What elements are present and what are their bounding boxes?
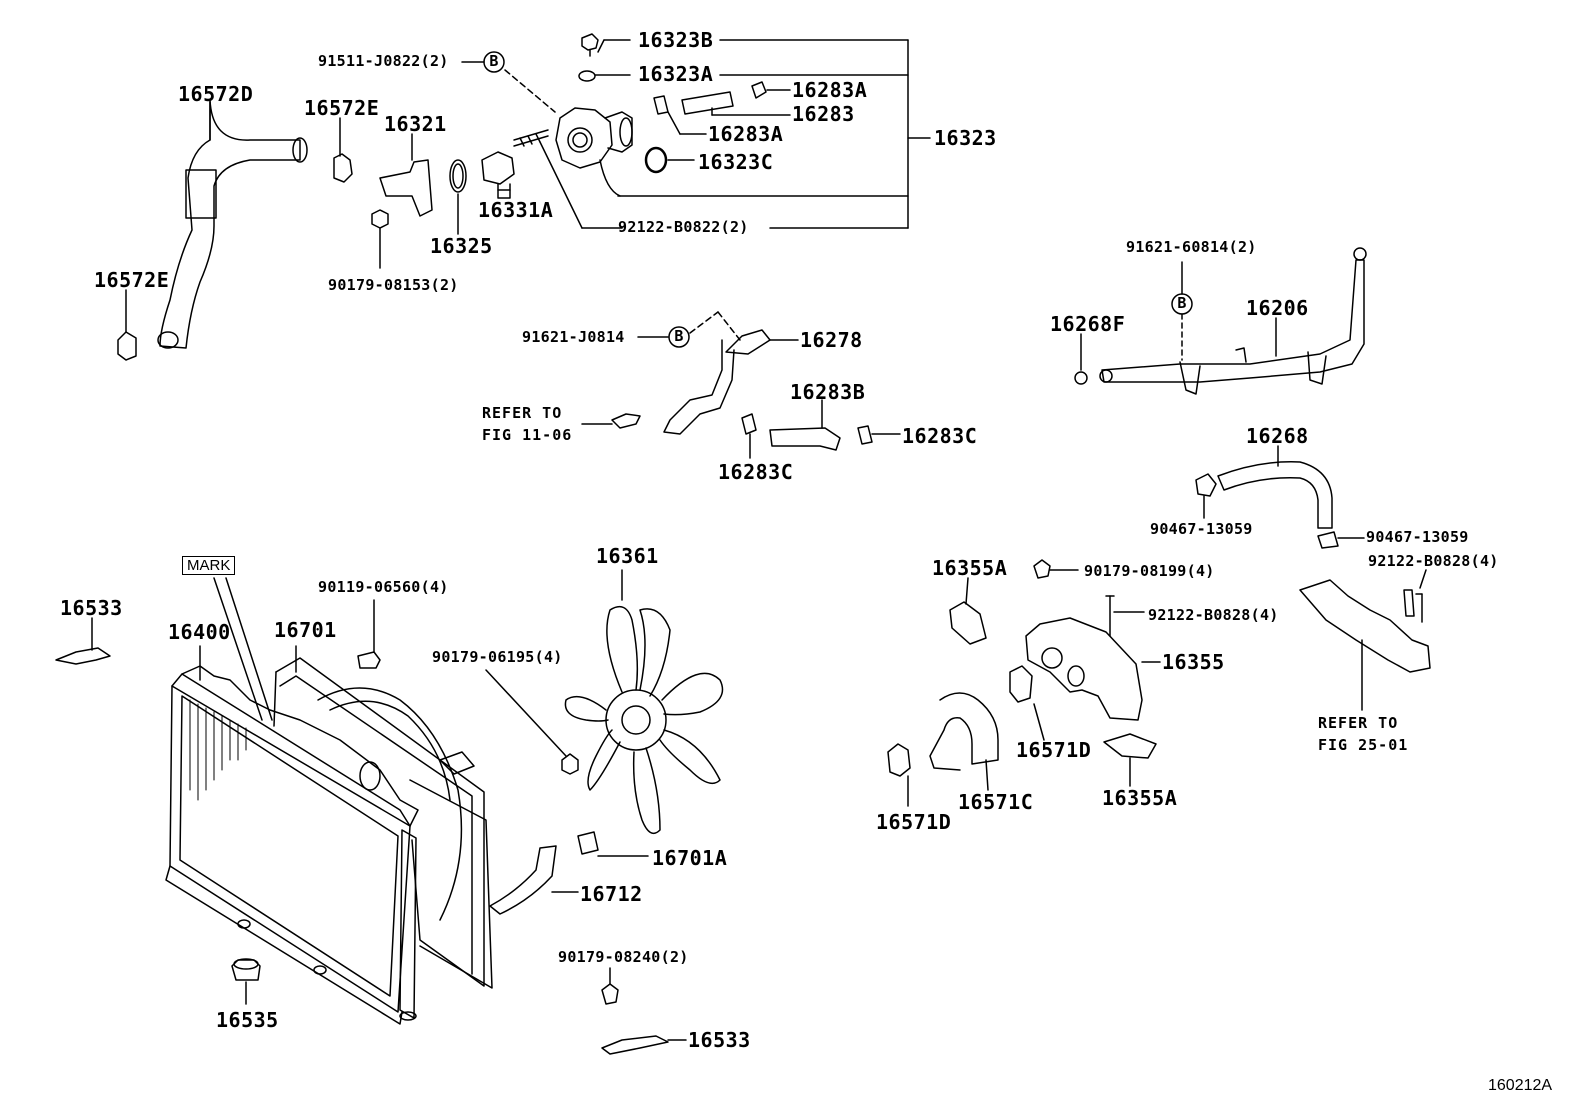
- refer-fig-11-06[interactable]: FIG 11-06: [482, 426, 573, 444]
- part-label-92122-B0828-mid: 92122-B0828(4): [1148, 606, 1279, 624]
- part-label-16400: 16400: [168, 620, 231, 644]
- water-inlet-housing: [513, 107, 668, 174]
- part-label-16283: 16283: [792, 102, 855, 126]
- part-label-16268F: 16268F: [1050, 312, 1126, 336]
- part-label-16533-left: 16533: [60, 596, 123, 620]
- part-label-16572E-upper: 16572E: [304, 96, 380, 120]
- part-label-16533-bottom: 16533: [688, 1028, 751, 1052]
- part-label-92122-B0822: 92122-B0822(2): [618, 218, 749, 236]
- part-label-16321: 16321: [384, 112, 447, 136]
- part-label-16355A-lower: 16355A: [1102, 786, 1178, 810]
- radiator-hose-upper: [157, 99, 308, 349]
- callout-b-3: B: [1177, 294, 1187, 312]
- part-label-90179-08199: 90179-08199(4): [1084, 562, 1215, 580]
- leader-lines-16323: [461, 39, 931, 229]
- callout-b-1: B: [489, 52, 499, 70]
- part-label-91621-J0814: 91621-J0814: [522, 328, 625, 346]
- part-label-16535: 16535: [216, 1008, 279, 1032]
- part-label-90119-06560: 90119-06560(4): [318, 578, 449, 596]
- mark-label: MARK: [182, 556, 236, 575]
- part-label-16283A-lower: 16283A: [708, 122, 784, 146]
- part-label-16712: 16712: [580, 882, 643, 906]
- part-label-92122-B0828-right: 92122-B0828(4): [1368, 552, 1499, 570]
- part-label-16323B: 16323B: [638, 28, 714, 52]
- part-label-16355A-upper: 16355A: [932, 556, 1008, 580]
- water-outlet-manifold: [1025, 617, 1143, 721]
- part-label-16283A-upper: 16283A: [792, 78, 868, 102]
- water-bypass-pipe: [1099, 247, 1367, 395]
- part-label-16323: 16323: [934, 126, 997, 150]
- part-label-16355: 16355: [1162, 650, 1225, 674]
- part-label-16206: 16206: [1246, 296, 1309, 320]
- part-label-91621-60814: 91621-60814(2): [1126, 238, 1257, 256]
- part-label-16283C-left: 16283C: [718, 460, 794, 484]
- part-label-16571D-left: 16571D: [876, 810, 952, 834]
- part-label-16572E-lower: 16572E: [94, 268, 170, 292]
- refer-to-text-2: REFER TO: [1318, 714, 1399, 732]
- refer-fig-25-01[interactable]: FIG 25-01: [1318, 736, 1409, 754]
- part-label-16278: 16278: [800, 328, 863, 352]
- part-label-16701A: 16701A: [652, 846, 728, 870]
- part-label-90179-08240: 90179-08240(2): [558, 948, 689, 966]
- part-label-91511-J0822: 91511-J0822(2): [318, 52, 449, 70]
- part-label-16283C-right: 16283C: [902, 424, 978, 448]
- part-label-16325: 16325: [430, 234, 493, 258]
- part-label-90179-08153: 90179-08153(2): [328, 276, 459, 294]
- part-label-90467-13059-right: 90467-13059: [1366, 528, 1469, 546]
- part-label-16571C: 16571C: [958, 790, 1034, 814]
- cooling-fan: [564, 605, 724, 835]
- part-label-16323C: 16323C: [698, 150, 774, 174]
- part-label-90179-06195: 90179-06195(4): [432, 648, 563, 666]
- callout-b-2: B: [674, 327, 684, 345]
- part-label-16701: 16701: [274, 618, 337, 642]
- part-label-16323A: 16323A: [638, 62, 714, 86]
- radiator: [165, 665, 419, 1025]
- part-label-16572D: 16572D: [178, 82, 254, 106]
- part-label-16283B: 16283B: [790, 380, 866, 404]
- part-label-16571D-right: 16571D: [1016, 738, 1092, 762]
- part-label-16361: 16361: [596, 544, 659, 568]
- part-label-90467-13059-left: 90467-13059: [1150, 520, 1253, 538]
- refer-to-text-1: REFER TO: [482, 404, 563, 422]
- part-label-16268: 16268: [1246, 424, 1309, 448]
- fan-shroud: [273, 657, 493, 989]
- part-label-16331A: 16331A: [478, 198, 554, 222]
- figure-id: 160212A: [1488, 1077, 1553, 1094]
